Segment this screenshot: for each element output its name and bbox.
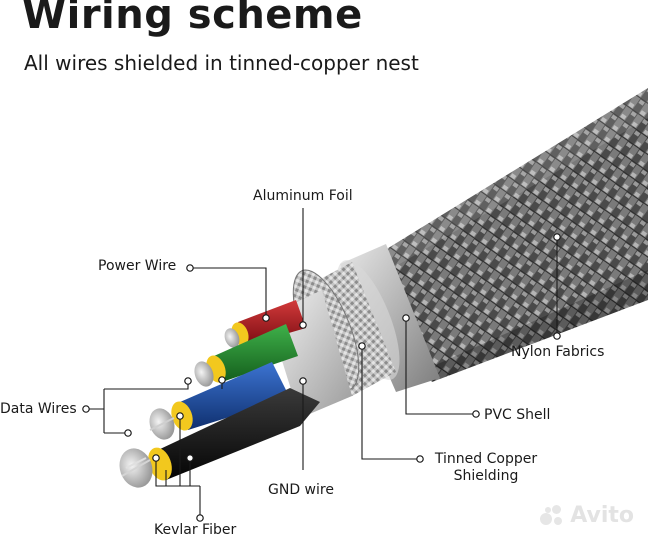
avito-watermark: Avito: [540, 503, 634, 528]
label-nylon-fabrics: Nylon Fabrics: [511, 344, 605, 360]
label-tinned-copper-shielding: Tinned Copper Shielding: [428, 451, 544, 485]
nylon-braid-jacket: [372, 88, 648, 382]
label-data-wires: Data Wires: [0, 401, 77, 417]
leader-dots: [82, 233, 561, 522]
label-power-wire: Power Wire: [98, 258, 177, 274]
avito-logo-icon: [540, 504, 566, 527]
label-kevlar-fiber: Kevlar Fiber: [154, 522, 237, 538]
label-pvc-shell: PVC Shell: [484, 407, 551, 423]
watermark-text: Avito: [570, 503, 634, 528]
page-title: Wiring scheme: [22, 0, 363, 38]
label-aluminum-foil: Aluminum Foil: [253, 188, 353, 204]
label-gnd-wire: GND wire: [268, 482, 334, 498]
label-tinned-copper-line1: Tinned Copper: [434, 451, 538, 467]
label-tinned-copper-line2: Shielding: [453, 468, 519, 484]
inner-wires: [119, 300, 320, 488]
page-subtitle: All wires shielded in tinned-copper nest: [24, 51, 419, 75]
